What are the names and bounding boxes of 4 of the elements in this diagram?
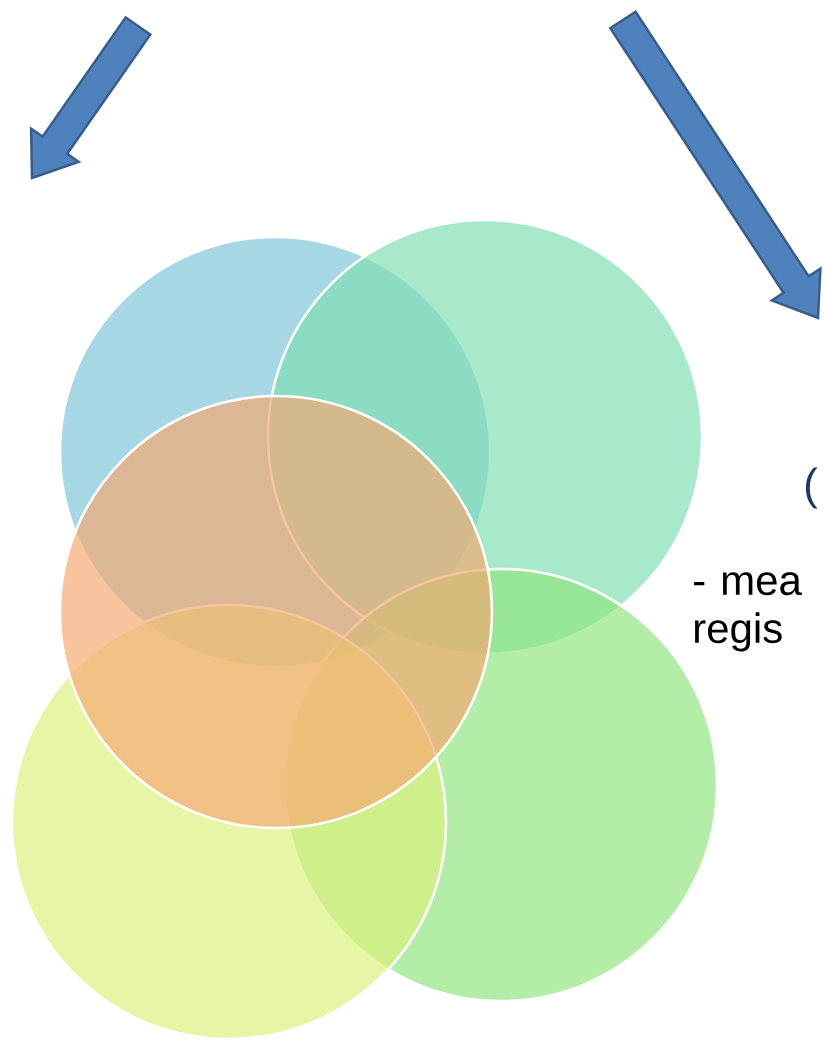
circle — [10, 603, 448, 1040]
text-label: - mea regis — [694, 572, 802, 652]
circle — [58, 394, 494, 830]
text-label: ( — [805, 467, 818, 509]
